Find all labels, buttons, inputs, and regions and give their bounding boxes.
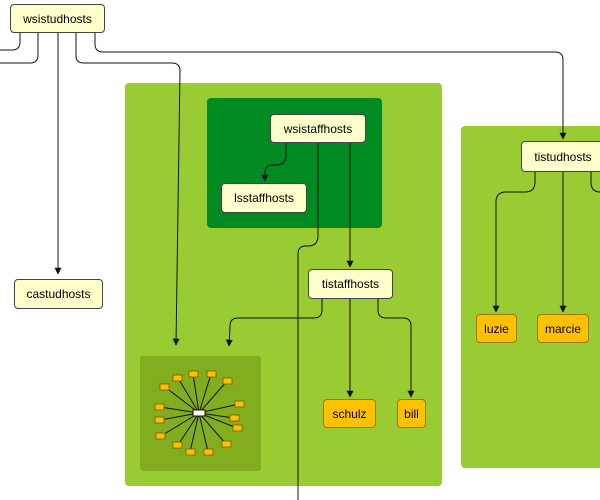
edge-wsistaffhosts-down — [297, 143, 319, 500]
node-luzie[interactable]: luzie — [476, 314, 517, 343]
edge-wsistudhosts-collapsed-group — [75, 33, 181, 346]
edge-wsistudhosts-tistudhosts — [94, 33, 567, 140]
edge-tistaffhosts-collapsed-group — [225, 299, 323, 347]
node-bill[interactable]: bill — [397, 399, 426, 428]
node-castudhosts[interactable]: castudhosts — [14, 279, 103, 309]
star-cluster-icon — [154, 370, 245, 456]
node-tistudhosts[interactable]: tistudhosts — [521, 141, 600, 172]
edge-tistudhosts-offscreen — [590, 172, 600, 193]
node-wsistudhosts[interactable]: wsistudhosts — [10, 4, 105, 33]
node-wsistaffhosts[interactable]: wsistaffhosts — [270, 114, 366, 143]
collapsed-group[interactable] — [140, 356, 261, 471]
edge-tistudhosts-luzie — [492, 172, 536, 313]
edge-tistaffhosts-bill — [377, 299, 415, 398]
node-schulz[interactable]: schulz — [323, 399, 376, 428]
node-tistaffhosts[interactable]: tistaffhosts — [308, 269, 393, 299]
edge-wsistaffhosts-lsstaffhosts — [261, 143, 287, 182]
node-lsstaffhosts[interactable]: lsstaffhosts — [221, 183, 307, 213]
edge-wsistudhosts-offscreen-1 — [0, 33, 21, 51]
edge-wsistudhosts-offscreen-2 — [0, 33, 39, 64]
node-marcie[interactable]: marcie — [537, 314, 589, 343]
group-container-ti-stud — [461, 126, 600, 468]
